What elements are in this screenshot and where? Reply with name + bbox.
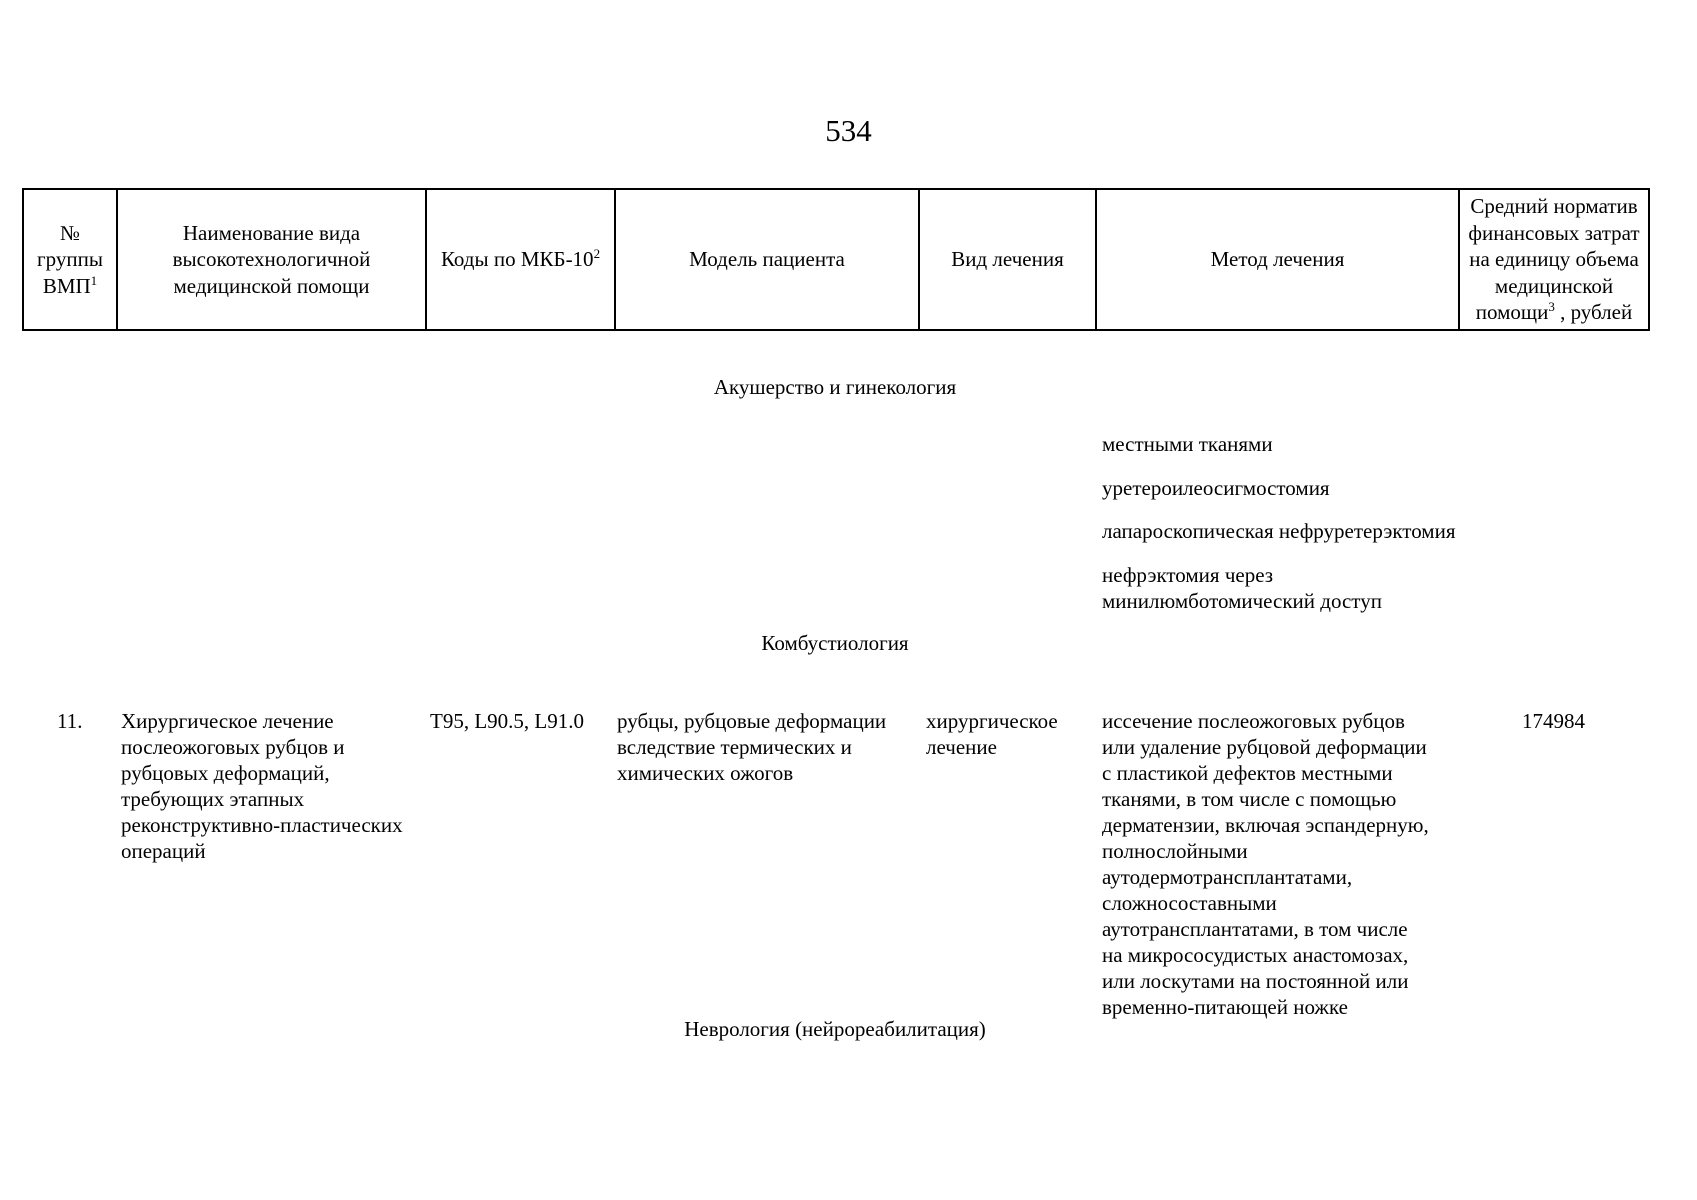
table-header-row: № группы ВМП1 Наименование вида высокоте…: [22, 188, 1650, 331]
row-care-type: Хирургическое лечение послеожоговых рубц…: [121, 709, 403, 863]
method-item: местными тканями: [1102, 432, 1273, 456]
column-header-text: № группы ВМП: [37, 220, 103, 298]
column-header-text: Модель пациента: [689, 247, 845, 272]
column-header-treatment-kind: Вид лечения: [918, 188, 1097, 331]
column-header-text: Вид лечения: [951, 247, 1064, 272]
footnote-marker: 1: [90, 272, 98, 288]
section-heading-neurology: Неврология (нейрореабилитация): [684, 1017, 986, 1041]
column-header-text: Метод лечения: [1210, 247, 1345, 272]
column-header-text-after: , рублей: [1554, 300, 1633, 325]
column-header-cost-norm: Средний норматив финансовых затрат на ед…: [1458, 188, 1650, 331]
column-header-group-number: № группы ВМП1: [22, 188, 118, 331]
page-number: 534: [825, 113, 872, 148]
row-treatment-method: иссечение послеожоговых рубцов или удале…: [1102, 709, 1429, 1019]
column-header-text: Коды по МКБ-10: [440, 247, 594, 272]
care-table: № группы ВМП1 Наименование вида высокоте…: [22, 188, 1650, 331]
section-heading-obstetrics: Акушерство и гинекология: [713, 375, 957, 399]
footnote-marker: 2: [593, 246, 601, 262]
column-header-icd-codes: Коды по МКБ-102: [425, 188, 616, 331]
column-header-patient-model: Модель пациента: [614, 188, 920, 331]
row-icd-codes: T95, L90.5, L91.0: [430, 709, 584, 733]
section-heading-combustiology: Комбустиология: [761, 631, 909, 655]
column-header-treatment-method: Метод лечения: [1095, 188, 1460, 331]
row-cost-norm: 174984: [1522, 709, 1585, 733]
method-item: лапароскопическая нефруретерэктомия: [1102, 519, 1456, 543]
row-treatment-kind: хирургическое лечение: [926, 709, 1058, 759]
method-item: нефрэктомия через минилюмботомический до…: [1102, 563, 1382, 613]
column-header-text: Средний норматив финансовых затрат на ед…: [1468, 194, 1640, 325]
row-patient-model: рубцы, рубцовые деформации вследствие те…: [617, 709, 887, 785]
method-item: уретероилеосигмостомия: [1102, 476, 1330, 500]
column-header-care-type: Наименование вида высокотехнологичной ме…: [116, 188, 427, 331]
footnote-marker: 3: [1548, 299, 1555, 315]
column-header-text: Наименование вида высокотехнологичной ме…: [172, 220, 371, 298]
row-group-number: 11.: [57, 709, 83, 733]
